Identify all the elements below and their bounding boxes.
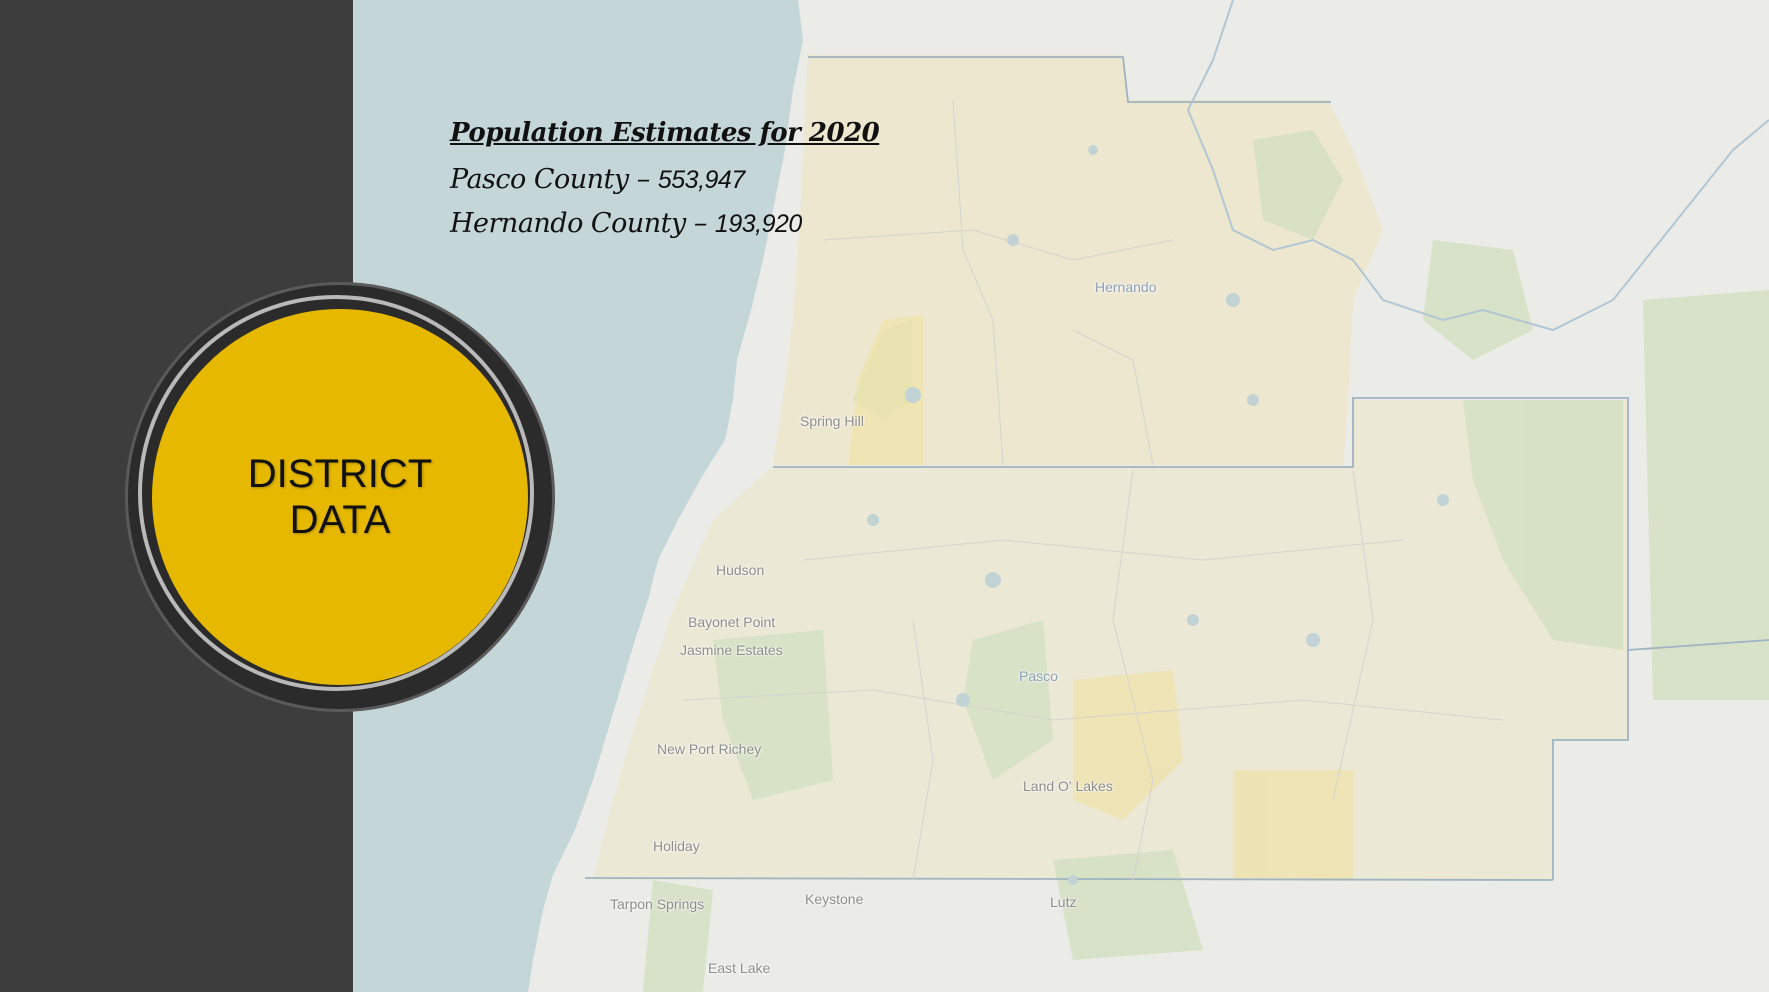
pasco-county-area (593, 400, 1628, 880)
map-label-keystone: Keystone (805, 891, 864, 907)
pasco-population-value: 553,947 (657, 166, 745, 194)
population-title: Population Estimates for 2020 (450, 118, 880, 148)
badge-ring (138, 295, 534, 691)
map-label-hudson: Hudson (716, 562, 765, 578)
pasco-county-label: Pasco County (450, 164, 629, 195)
map-view[interactable]: Hernando Pasco Spring Hill Hudson Bayone… (353, 0, 1769, 992)
pasco-dash: – (636, 164, 651, 195)
map-label-east-lake: East Lake (708, 960, 771, 976)
map-label-spring-hill: Spring Hill (800, 413, 864, 429)
badge-text: DISTRICT DATA (248, 451, 432, 543)
map-label-new-port-richey: New Port Richey (657, 741, 762, 757)
hernando-population-value: 193,920 (714, 210, 802, 238)
map-label-tarpon-springs: Tarpon Springs (610, 896, 705, 912)
map-label-land-o-lakes: Land O' Lakes (1023, 778, 1113, 794)
tract-boundaries (682, 99, 1504, 881)
gulf-water (353, 0, 803, 992)
district-data-badge: DISTRICT DATA (128, 285, 552, 709)
hernando-county-label: Hernando County (450, 208, 686, 239)
map-label-hernando: Hernando (1095, 279, 1157, 295)
highlight-parcels (848, 315, 1353, 880)
hernando-population-line: Hernando County – 193,920 (450, 202, 879, 246)
map-label-holiday: Holiday (653, 838, 700, 854)
river (1186, 0, 1769, 332)
population-estimates-block: Population Estimates for 2020 Pasco Coun… (450, 118, 880, 246)
map-canvas[interactable] (353, 0, 1769, 992)
hernando-county-area (773, 55, 1383, 465)
badge-line-1: DISTRICT (247, 452, 433, 496)
map-label-pasco: Pasco (1019, 668, 1058, 684)
pasco-population-line: Pasco County – 553,947 (450, 158, 879, 202)
map-label-jasmine-estates: Jasmine Estates (680, 642, 783, 658)
hernando-dash: – (693, 208, 708, 239)
badge-circle: DISTRICT DATA (152, 309, 528, 685)
badge-line-2: DATA (289, 498, 391, 542)
lakes (867, 145, 1449, 885)
map-label-bayonet-point: Bayonet Point (688, 614, 776, 630)
map-label-lutz: Lutz (1050, 894, 1077, 910)
